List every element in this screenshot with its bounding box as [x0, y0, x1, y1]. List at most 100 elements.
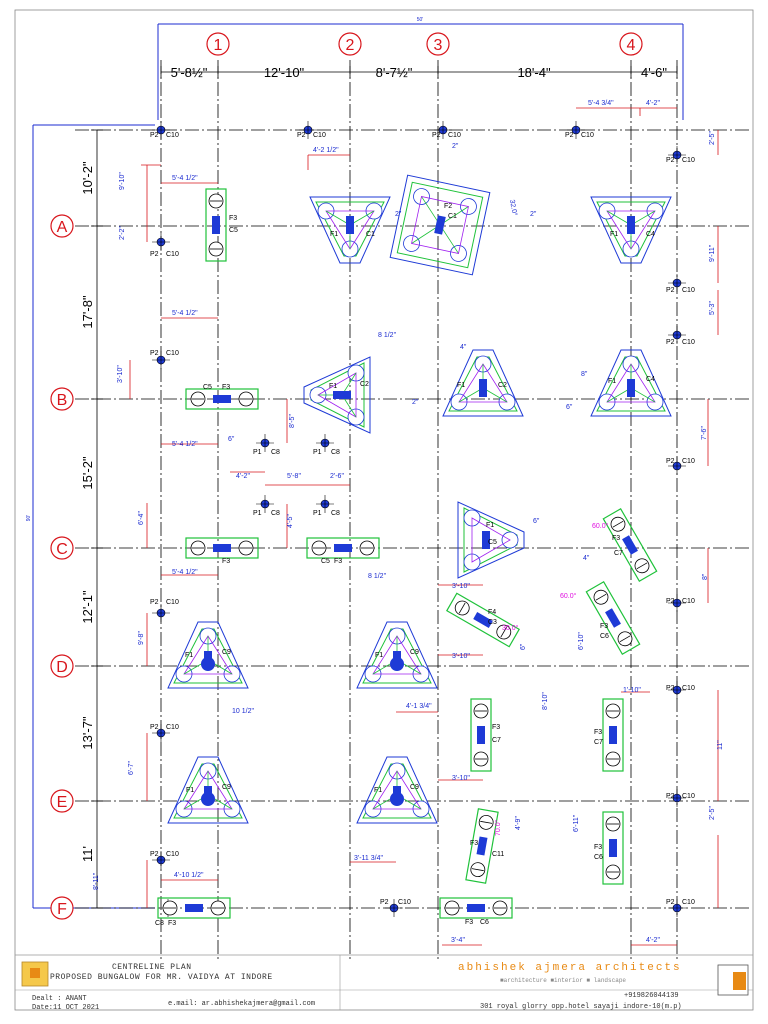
- overall-top-dimension: 50': [157, 17, 684, 120]
- svg-text:F3: F3: [594, 729, 602, 736]
- svg-text:8 1/2": 8 1/2": [368, 573, 387, 580]
- svg-text:C10: C10: [448, 132, 461, 139]
- row-bubble-a[interactable]: A: [50, 214, 74, 238]
- svg-text:C9: C9: [410, 649, 419, 656]
- svg-text:P2: P2: [150, 251, 159, 258]
- svg-text:P2: P2: [150, 599, 159, 606]
- svg-text:8'-10": 8'-10": [542, 692, 549, 710]
- left-dim-5: 13'-7": [80, 716, 95, 750]
- title-block: [15, 954, 753, 1010]
- svg-text:P2: P2: [666, 287, 675, 294]
- svg-text:F4: F4: [488, 609, 496, 616]
- row-bubble-b[interactable]: B: [50, 387, 74, 411]
- overall-left-dimension: 90': [26, 124, 155, 909]
- left-dim-3: 15'-2": [80, 456, 95, 490]
- svg-text:5'-8": 5'-8": [287, 473, 301, 480]
- column-bubble-1[interactable]: 1: [206, 32, 230, 56]
- column-bubble-4[interactable]: 4: [619, 32, 643, 56]
- svg-text:6'-11": 6'-11": [573, 814, 580, 832]
- svg-text:C5: C5: [203, 384, 212, 391]
- footing-a4: [590, 196, 672, 264]
- svg-text:2: 2: [346, 37, 355, 54]
- svg-text:F1: F1: [486, 522, 494, 529]
- svg-text:F1: F1: [330, 231, 338, 238]
- svg-text:C7: C7: [614, 550, 623, 557]
- svg-text:C10: C10: [166, 599, 179, 606]
- svg-text:C2: C2: [360, 381, 369, 388]
- svg-text:P2: P2: [150, 350, 159, 357]
- row-bubble-c[interactable]: C: [50, 536, 74, 560]
- svg-text:P2: P2: [150, 851, 159, 858]
- svg-text:8 1/2": 8 1/2": [378, 332, 397, 339]
- svg-text:P2: P2: [666, 339, 675, 346]
- dimension-texts: 5'-4 3/4" 4'-2" 4'-2 1/2" 2" 2'-5" 5'-4 …: [93, 100, 724, 944]
- svg-text:C6: C6: [594, 854, 603, 861]
- svg-text:3'-4": 3'-4": [451, 937, 465, 944]
- row-bubble-d[interactable]: D: [50, 654, 74, 678]
- svg-text:F2: F2: [444, 203, 452, 210]
- footing-c4: [602, 508, 658, 582]
- svg-text:C5: C5: [229, 227, 238, 234]
- svg-text:F3: F3: [470, 840, 478, 847]
- column-bubble-2[interactable]: 2: [338, 32, 362, 56]
- svg-text:1: 1: [214, 37, 223, 54]
- row-bubble-e[interactable]: E: [50, 789, 74, 813]
- footing-e1: [167, 756, 249, 824]
- svg-text:60.0°: 60.0°: [592, 522, 609, 530]
- top-dim-1: 5'-8½": [171, 65, 208, 80]
- svg-text:C10: C10: [682, 339, 695, 346]
- left-dim-6: 11': [80, 846, 95, 862]
- footing-d1: [167, 621, 249, 689]
- svg-text:F1: F1: [375, 652, 383, 659]
- svg-text:8'-5": 8'-5": [289, 414, 296, 428]
- svg-text:F1: F1: [185, 652, 193, 659]
- top-dim-5: 4'-6": [641, 65, 667, 80]
- drawing-date: Date:11 OCT 2021: [32, 1004, 100, 1012]
- svg-text:4": 4": [583, 555, 590, 562]
- svg-text:60.0°: 60.0°: [560, 592, 577, 600]
- svg-text:C10: C10: [313, 132, 326, 139]
- footing-c1: [185, 537, 259, 559]
- svg-text:C8: C8: [331, 449, 340, 456]
- svg-text:F3: F3: [465, 919, 473, 926]
- top-dim-3: 8'-7½": [376, 65, 413, 80]
- sheet-border: [14, 9, 754, 1011]
- footing-b3: [442, 349, 524, 417]
- svg-text:C10: C10: [682, 685, 695, 692]
- footing-de-4: [602, 698, 624, 772]
- svg-text:P2: P2: [666, 157, 675, 164]
- svg-text:6": 6": [228, 436, 235, 443]
- svg-text:3'-11 3/4": 3'-11 3/4": [354, 855, 384, 862]
- svg-text:3'-10": 3'-10": [117, 365, 124, 383]
- row-bubble-f[interactable]: F: [50, 896, 74, 920]
- svg-text:9'-11": 9'-11": [709, 244, 716, 262]
- svg-text:6": 6": [533, 518, 540, 525]
- svg-text:5'-4 1/2": 5'-4 1/2": [172, 441, 198, 448]
- svg-text:C8: C8: [271, 449, 280, 456]
- svg-text:C10: C10: [166, 350, 179, 357]
- footing-cd-3: [446, 592, 520, 648]
- svg-text:4'-2": 4'-2": [646, 100, 660, 107]
- footing-a2: [309, 196, 391, 264]
- svg-text:C10: C10: [166, 724, 179, 731]
- footing-b2: [303, 356, 371, 434]
- footing-e2: [356, 756, 438, 824]
- svg-text:A: A: [57, 219, 68, 236]
- svg-text:11": 11": [717, 740, 724, 750]
- column-bubble-3[interactable]: 3: [426, 32, 450, 56]
- svg-text:3'-10": 3'-10": [452, 653, 470, 660]
- svg-text:4": 4": [460, 344, 467, 351]
- svg-text:10 1/2": 10 1/2": [232, 708, 254, 715]
- svg-text:C10: C10: [581, 132, 594, 139]
- svg-text:P1: P1: [253, 449, 262, 456]
- svg-text:2": 2": [395, 211, 402, 218]
- footing-d2: [356, 621, 438, 689]
- svg-text:6'-10": 6'-10": [578, 632, 585, 650]
- top-dim-4: 18'-4": [517, 65, 551, 80]
- footing-f1: [157, 897, 231, 919]
- svg-text:C11: C11: [492, 851, 504, 858]
- svg-text:3'-10": 3'-10": [452, 583, 470, 590]
- svg-text:C5: C5: [488, 539, 497, 546]
- svg-text:2'-6": 2'-6": [330, 473, 344, 480]
- svg-text:C6: C6: [480, 919, 489, 926]
